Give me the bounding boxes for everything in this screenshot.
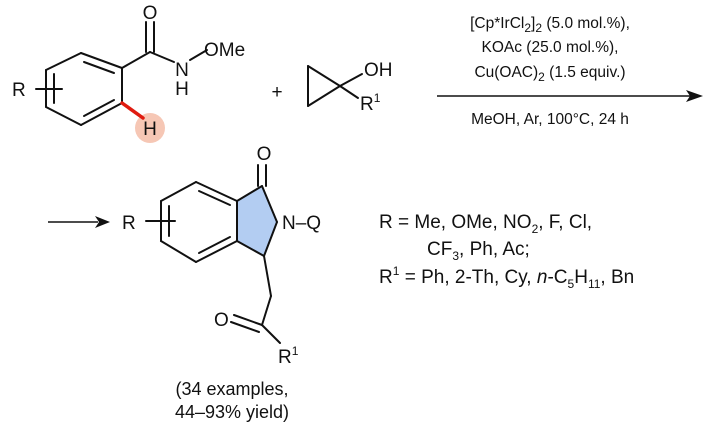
product-r-label: R bbox=[122, 213, 136, 234]
r1-label: R1 bbox=[360, 91, 381, 115]
reactant-cyclopropanol: OH R1 bbox=[307, 60, 393, 115]
product-r1-label: R1 bbox=[278, 344, 299, 368]
yield-range: 44–93% yield) bbox=[175, 402, 289, 422]
carbonyl-oxygen: O bbox=[143, 3, 158, 24]
r-substituents-line1: R = Me, OMe, NO2, F, Cl, bbox=[379, 212, 592, 236]
r-substituents-line2: CF3, Ph, Ac; bbox=[427, 239, 530, 263]
product-benzene-ring bbox=[160, 181, 238, 263]
examples-count: (34 examples, bbox=[175, 379, 288, 399]
product-isoindolinone: O N–Q R O R1 (34 examples, 44–93% yield) bbox=[122, 144, 321, 422]
aryl-carbonyl-bond bbox=[121, 51, 151, 69]
oxidant-line: Cu(OAC)2 (1.5 equiv.) bbox=[474, 64, 625, 84]
amide-hydrogen: H bbox=[175, 79, 189, 100]
amide-cn-bond bbox=[149, 51, 175, 63]
reaction-arrow-head bbox=[686, 90, 703, 102]
no-bond bbox=[189, 49, 208, 61]
catalyst-line: [Cp*IrCl2]2 (5.0 mol.%), bbox=[470, 15, 630, 35]
r1-substituents-line: R1 = Ph, 2-Th, Cy, n-C5H11, Bn bbox=[379, 264, 634, 291]
product-nq-label: N–Q bbox=[282, 213, 321, 234]
ortho-hydrogen: H bbox=[143, 119, 157, 140]
base-line: KOAc (25.0 mol.%), bbox=[482, 39, 619, 56]
reaction-conditions: [Cp*IrCl2]2 (5.0 mol.%), KOAc (25.0 mol.… bbox=[437, 15, 703, 128]
product-carbonyl-oxygen: O bbox=[257, 144, 272, 165]
solvent-line: MeOH, Ar, 100°C, 24 h bbox=[471, 111, 629, 128]
methoxy-group: OMe bbox=[204, 40, 245, 61]
ortho-ch-bond bbox=[120, 101, 145, 120]
lactam-ring-highlight bbox=[237, 186, 277, 256]
ketone-oxygen: O bbox=[214, 310, 229, 331]
r-group-label: R bbox=[12, 80, 26, 101]
amide-nitrogen: N bbox=[175, 60, 189, 81]
reactant-benzamide: O N H OMe R H bbox=[12, 3, 245, 143]
substituent-list: R = Me, OMe, NO2, F, Cl, CF3, Ph, Ac; R1… bbox=[379, 212, 634, 291]
plus-sign: + bbox=[271, 82, 282, 103]
ortho-h-highlight bbox=[135, 113, 165, 143]
hydroxyl-group: OH bbox=[364, 60, 393, 81]
continuation-arrow-head bbox=[95, 216, 110, 228]
